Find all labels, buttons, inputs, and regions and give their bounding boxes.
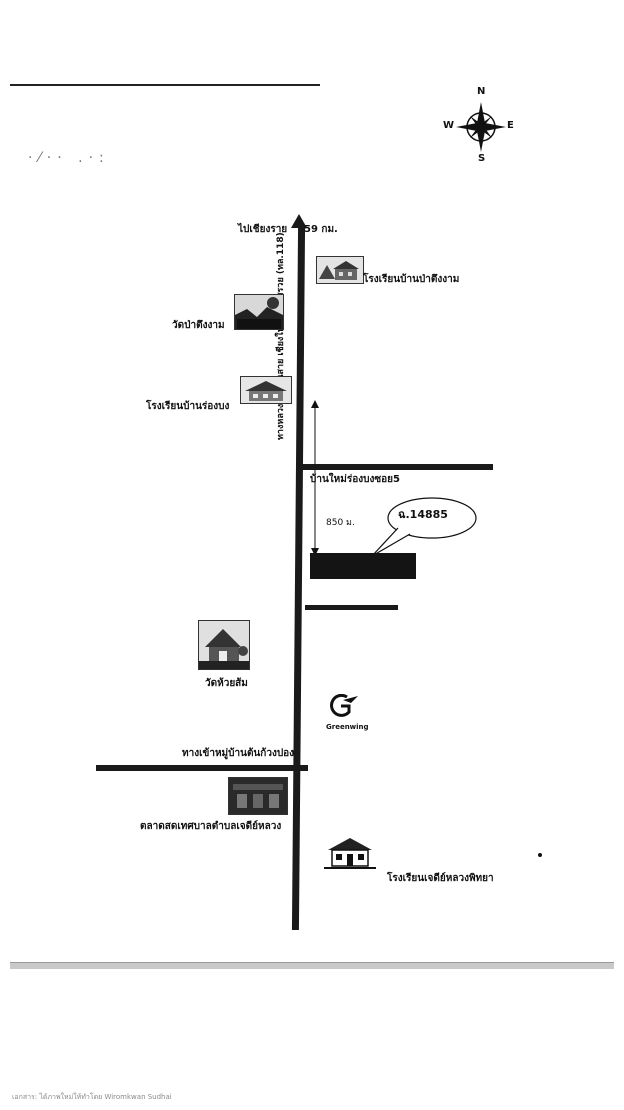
market-photo <box>228 777 288 815</box>
wat-huai-som-label: วัดห้วยส้ม <box>205 678 248 689</box>
highway-label: ทางหลวงแผ่นดินสาย เชียงใหม่ – แม่สรวย (ท… <box>276 232 286 440</box>
school-chedi-luang-label: โรงเรียนเจดีย์หลวงพิทยา <box>387 873 494 884</box>
top-rule <box>10 84 320 86</box>
compass-n: N <box>477 86 486 97</box>
side-road <box>305 605 398 610</box>
wat-pa-tueng-ngam-label: วัดป่าตึงงาม <box>172 320 225 331</box>
distance-km-label: 59 กม. <box>304 224 338 235</box>
school-rong-bong-photo <box>240 376 292 404</box>
distance-arrow <box>308 400 322 556</box>
school-chedi-luang-drawing <box>322 834 378 874</box>
handwritten-scribble: ·⁄·· .·: <box>28 150 110 166</box>
junction-road <box>300 464 493 470</box>
compass-e: E <box>507 120 514 131</box>
village-entrance-road <box>96 765 308 771</box>
compass-s: S <box>478 153 486 164</box>
main-highway-118 <box>291 226 306 930</box>
plot-callout <box>368 496 480 564</box>
junction-label: บ้านใหม่ร่องบงซอย5 <box>310 474 400 485</box>
north-arrow-icon <box>291 214 307 228</box>
school-pa-tueng-ngam-photo <box>316 256 364 284</box>
stray-dot <box>538 853 542 857</box>
to-chiang-rai-label: ไปเชียงราย <box>238 224 288 235</box>
distance-m-label: 850 ม. <box>326 518 355 528</box>
compass-w: W <box>443 120 455 131</box>
greenwing-logo-icon <box>327 693 359 718</box>
school-pa-tueng-ngam-label: โรงเรียนบ้านป่าตึงงาม <box>363 274 460 285</box>
plot-number-label: ฉ.14885 <box>398 508 448 521</box>
market-label: ตลาดสดเทศบาลตำบลเจดีย์หลวง <box>140 821 282 832</box>
school-rong-bong-label: โรงเรียนบ้านร่องบง <box>146 401 230 412</box>
wat-huai-som-photo <box>198 620 250 670</box>
compass-rose-icon <box>456 102 506 152</box>
compass-rose <box>442 86 520 164</box>
footer-credit: เอกสาร: ได้ภาพใหม่ให้ทำโดย Wiromkwan Sud… <box>12 1093 172 1101</box>
wat-pa-tueng-ngam-photo <box>234 294 284 330</box>
land-plot <box>310 553 416 579</box>
entrance-village-label: ทางเข้าหมู่บ้านต้นก้วงปอง <box>182 748 295 759</box>
greenwing-label: Greenwing <box>326 723 369 731</box>
bottom-divider <box>10 962 614 969</box>
